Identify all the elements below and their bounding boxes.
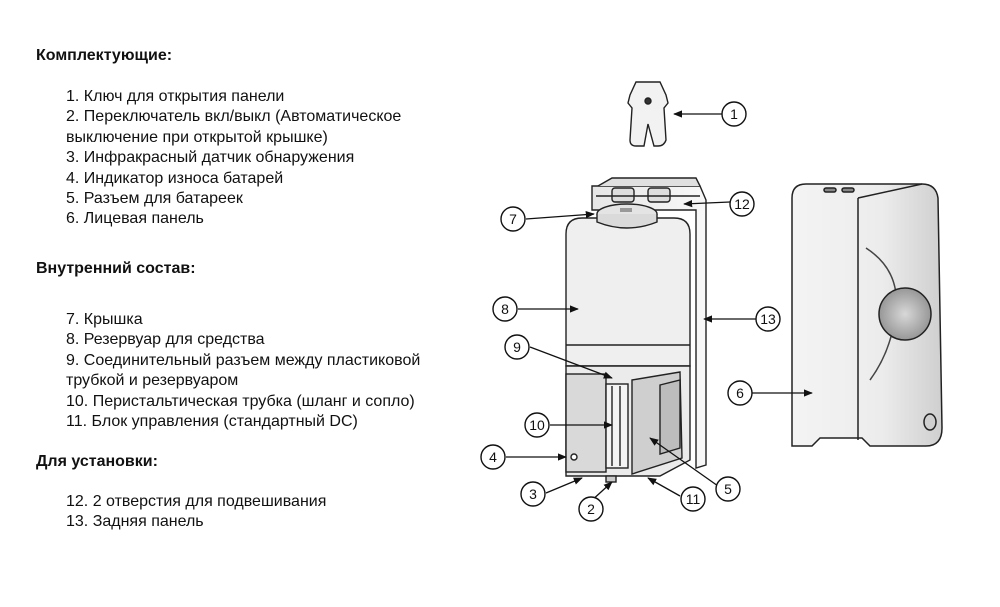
callout-1-label: 1	[730, 106, 738, 122]
components-list: 1. Ключ для открытия панели 2. Переключа…	[66, 87, 401, 230]
list-item: 4. Индикатор износа батарей	[66, 169, 284, 187]
callout-5-label: 5	[724, 481, 732, 497]
list-item: 11. Блок управления (стандартный DC)	[66, 413, 358, 431]
reservoir	[565, 203, 691, 367]
callout-12-circle	[729, 191, 755, 217]
front-panel	[791, 183, 943, 447]
list-item: 13. Задняя панель	[66, 513, 204, 531]
list-item: 2. Переключатель вкл/выкл (Автоматическо…	[66, 108, 402, 126]
list-item: трубкой и резервуаром	[66, 372, 239, 390]
list-item: 1. Ключ для открытия панели	[66, 88, 285, 105]
installation-list: 12. 2 отверстия для подвешивания 13. Зад…	[66, 492, 326, 533]
list-item: выключение при открытой крышке)	[66, 128, 328, 146]
callout-2-circle	[578, 496, 604, 522]
section-heading-installation: Для установки:	[36, 453, 158, 470]
list-item: 6. Лицевая панель	[66, 210, 204, 228]
callout-6-label: 6	[736, 385, 744, 401]
callout-7-label: 7	[509, 211, 517, 227]
section-heading-internal: Внутренний состав:	[36, 260, 196, 277]
key-part	[627, 81, 669, 147]
callout-8-label: 8	[501, 301, 509, 317]
list-item: 12. 2 отверстия для подвешивания	[66, 493, 327, 510]
callout-11-label: 11	[686, 491, 701, 507]
callout-13-label: 13	[760, 311, 776, 327]
callout-7-circle	[500, 206, 526, 232]
callout-9-label: 9	[513, 339, 521, 355]
callout-10-label: 10	[529, 417, 545, 433]
callout-5-circle	[715, 476, 741, 502]
callout-3-circle	[520, 481, 546, 507]
callout-9-circle	[504, 334, 530, 360]
callout-3-label: 3	[529, 486, 537, 502]
callout-4-circle	[480, 444, 506, 470]
internal-list: 7. Крышка 8. Резервуар для средства 9. С…	[66, 310, 420, 432]
callout-circles	[480, 101, 781, 522]
callout-10-circle	[524, 412, 550, 438]
callout-11-circle	[680, 486, 706, 512]
callout-8-circle	[492, 296, 518, 322]
list-item: 10. Перистальтическая трубка (шланг и со…	[66, 392, 415, 410]
callout-4-label: 4	[489, 449, 497, 465]
callout-1-circle	[721, 101, 747, 127]
callout-13-circle	[755, 306, 781, 332]
control-base	[565, 365, 691, 483]
callout-2-label: 2	[587, 501, 595, 517]
section-heading-components: Комплектующие:	[36, 47, 173, 64]
list-item: 9. Соединительный разъем между пластиков…	[66, 351, 421, 369]
list-item: 7. Крышка	[66, 311, 143, 328]
callout-6-circle	[727, 380, 753, 406]
list-item: 8. Резервуар для средства	[66, 331, 265, 349]
callout-12-label: 12	[734, 196, 750, 212]
list-item: 5. Разъем для батареек	[66, 190, 243, 208]
list-item: 3. Инфракрасный датчик обнаружения	[66, 149, 355, 167]
